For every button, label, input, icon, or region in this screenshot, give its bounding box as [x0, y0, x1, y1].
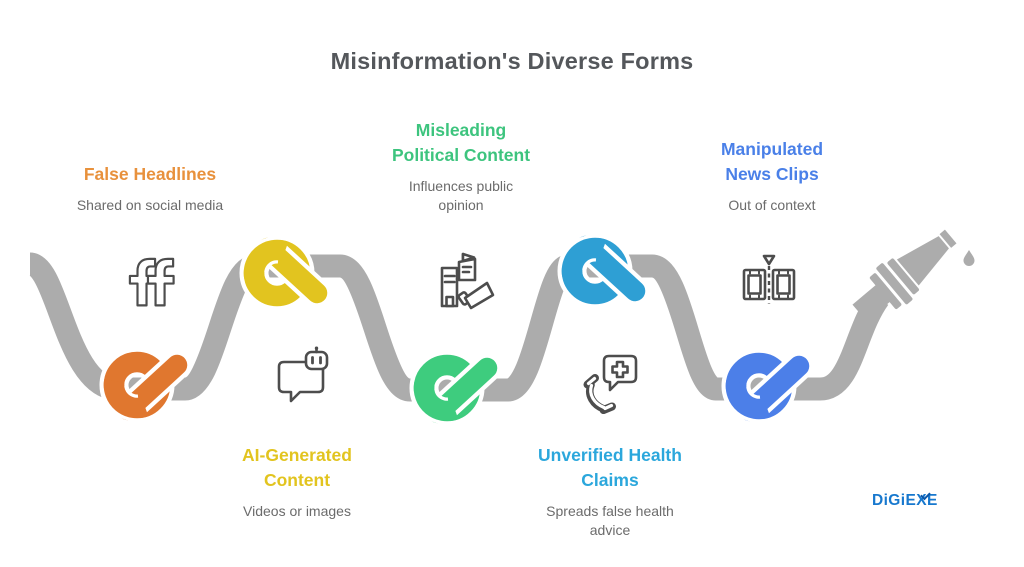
film-cut-icon	[742, 254, 796, 304]
knot-false-headlines	[99, 347, 192, 425]
item-heading: Unverified Health Claims	[538, 445, 682, 491]
item-description: Out of context	[728, 197, 816, 214]
item-manipulated-news-clips: Manipulated News Clips Out of context	[662, 137, 882, 215]
item-description: Videos or images	[243, 503, 351, 520]
item-heading: Manipulated News Clips	[720, 139, 824, 185]
phone-health-icon	[583, 354, 638, 414]
item-description: Influences public opinion	[408, 178, 514, 214]
item-unverified-health-claims: Unverified Health Claims Spreads false h…	[500, 443, 720, 540]
item-ai-generated-content: AI-Generated Content Videos or images	[187, 443, 407, 521]
item-heading: Misleading Political Content	[391, 120, 531, 166]
item-false-headlines: False Headlines Shared on social media	[30, 162, 270, 215]
drip-icon	[963, 250, 975, 266]
item-description: Spreads false health advice	[546, 503, 674, 539]
knot-misleading-political-content	[409, 350, 502, 428]
social-ff-icon	[128, 257, 175, 307]
icons-layer	[128, 252, 796, 414]
item-description: Shared on social media	[76, 197, 224, 214]
page-title: Misinformation's Diverse Forms	[330, 48, 694, 74]
building-megaphone-icon	[440, 252, 495, 310]
chat-robot-icon	[277, 346, 329, 403]
nozzle-icon	[852, 229, 957, 322]
knot-manipulated-news-clips	[721, 348, 814, 426]
knot-unverified-health-claims	[557, 231, 650, 309]
brand-text: DiGiEXE	[872, 492, 938, 509]
item-misleading-political-content: Misleading Political Content Influences …	[341, 118, 581, 215]
item-heading: False Headlines	[83, 164, 217, 184]
knot-ai-generated-content	[239, 233, 332, 311]
brand-logo: DiGiEXE	[872, 489, 938, 510]
item-heading: AI-Generated Content	[242, 445, 352, 491]
